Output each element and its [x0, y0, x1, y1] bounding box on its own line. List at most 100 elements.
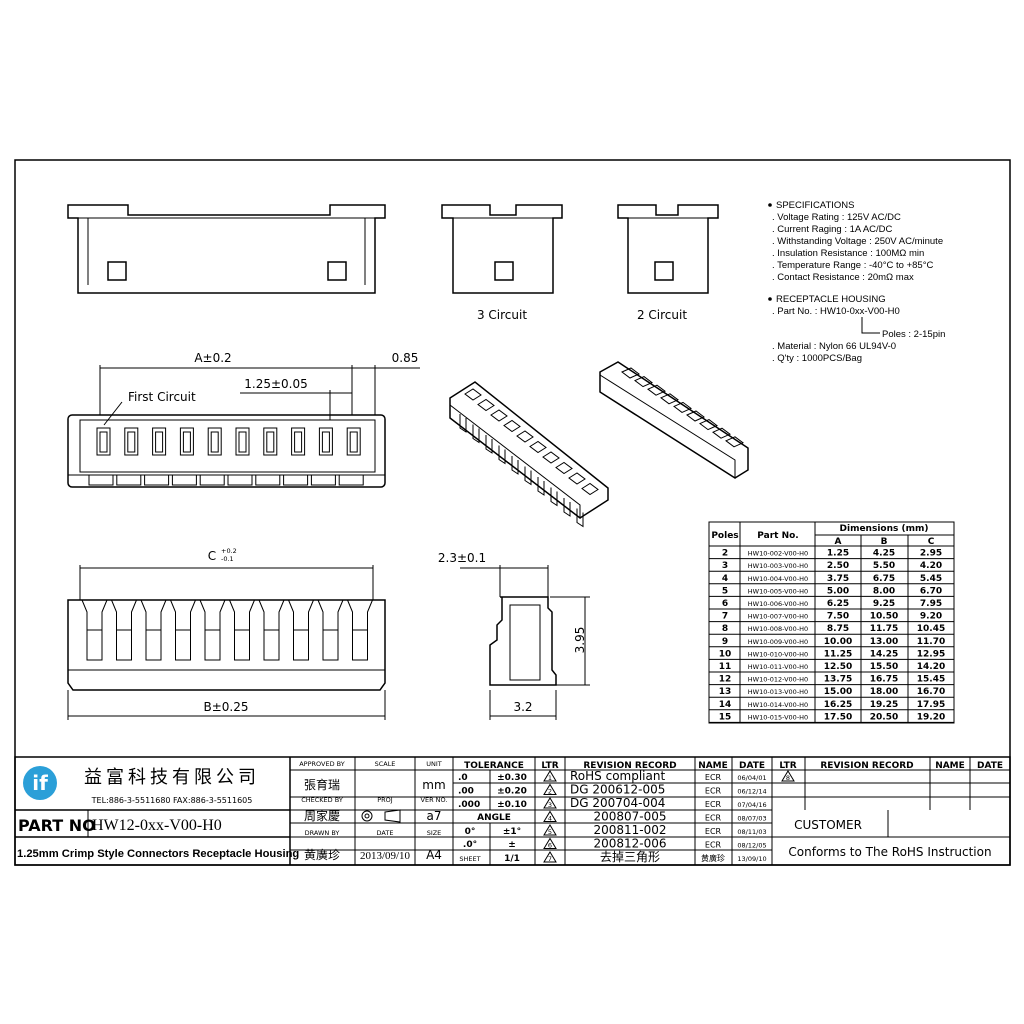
iso-cavity: [673, 401, 692, 413]
col-c: C: [928, 537, 935, 547]
revision-letter: 5: [548, 828, 552, 836]
top-view-2-circuit: [617, 204, 719, 294]
spec-item: . Temperature Range : -40°C to +85°C: [772, 260, 933, 271]
table-cell: 14: [719, 700, 732, 710]
table-cell: 5: [722, 586, 728, 596]
rev-ltr-header: LTR: [541, 761, 558, 771]
table-cell: 6: [722, 599, 728, 609]
table-cell: 8.00: [873, 586, 895, 596]
rev-date-header: DATE: [739, 761, 765, 771]
size-label: SIZE: [427, 829, 442, 837]
receptacle-part-no: . Part No. : HW10-0xx-V00-H0: [772, 306, 900, 317]
revision-letter: 3: [548, 801, 552, 809]
table-cell: 1.25: [827, 549, 849, 559]
bottom-notch: [199, 474, 225, 486]
drawn-by: 黄廣珍: [304, 848, 340, 862]
customer-label: CUSTOMER: [794, 818, 862, 832]
iso-tooth: [498, 445, 506, 465]
rev-record-header-2: REVISION RECORD: [820, 761, 913, 771]
bottom-notch: [88, 474, 114, 486]
spec-item: . Contact Resistance : 20mΩ max: [772, 272, 914, 283]
table-cell: 9: [722, 637, 728, 647]
angle-precision: 0°: [465, 827, 476, 837]
scale-label: SCALE: [375, 760, 396, 768]
checked-by-label: CHECKED BY: [301, 796, 343, 804]
table-cell: 13.75: [824, 675, 852, 685]
contact-slot: [235, 427, 250, 456]
table-cell: 17.50: [824, 712, 852, 722]
contact-slot-inner: [210, 431, 219, 453]
iso-tooth: [537, 477, 545, 496]
iso-cavity: [568, 472, 586, 485]
table-cell: HW10-009-V00-H0: [748, 638, 808, 646]
contact-slot-inner: [238, 431, 247, 453]
table-cell: 2.95: [920, 549, 942, 559]
dim-3-95: 3.95: [573, 627, 587, 654]
table-cell: 9.25: [873, 599, 895, 609]
spec-item: . Insulation Resistance : 100MΩ min: [772, 248, 924, 259]
revision-triangle-icon: [543, 797, 557, 809]
table-cell: 5.45: [920, 574, 942, 584]
bottom-notch: [116, 474, 142, 486]
part-no-value: HW12-0xx-V00-H0: [92, 817, 222, 834]
ver-label: VER NO.: [421, 796, 448, 804]
projection-cone-icon: [384, 809, 401, 823]
revision-letter: 7: [548, 855, 552, 863]
iso-cavity: [699, 419, 718, 431]
revision-record: 200811-002: [593, 823, 666, 837]
table-cell: 20.50: [870, 712, 898, 722]
revision-name: ECR: [705, 787, 722, 796]
revision-letter: 8: [786, 774, 790, 782]
terminal-cavity: [111, 599, 137, 661]
table-cell: 12: [719, 675, 732, 685]
table-cell: HW10-013-V00-H0: [748, 688, 808, 696]
contact-slot: [346, 427, 361, 456]
revision-date: 06/12/14: [737, 788, 766, 796]
table-cell: 18.00: [870, 687, 898, 697]
table-cell: 11.75: [870, 624, 898, 634]
revision-name: ECR: [705, 800, 722, 809]
revision-record: 200812-006: [593, 837, 666, 851]
poles-note: Poles : 2-15pin: [882, 329, 945, 340]
iso-cavity: [464, 388, 482, 401]
front-view: [67, 365, 420, 488]
table-cell: 16.70: [917, 687, 945, 697]
table-cell: 11.25: [824, 649, 852, 659]
part-description: 1.25mm Crimp Style Connectors Receptacle…: [17, 848, 299, 860]
revision-triangle-icon: [543, 851, 557, 863]
table-cell: HW10-011-V00-H0: [748, 663, 808, 671]
receptacle-heading: RECEPTACLE HOUSING: [776, 294, 886, 305]
size-value: A4: [426, 848, 442, 862]
spec-item: . Withstanding Voltage : 250V AC/minute: [772, 236, 943, 247]
table-cell: 15.00: [824, 687, 852, 697]
terminal-cavity: [199, 599, 226, 661]
revision-record: 200807-005: [593, 810, 666, 824]
terminal-cavity: [347, 599, 373, 661]
table-cell: 2: [722, 549, 728, 559]
table-cell: 6.75: [873, 574, 895, 584]
contact-slot-inner: [182, 431, 191, 453]
col-a: A: [835, 537, 842, 547]
iso-cavity: [660, 393, 679, 405]
drawn-by-label: DRAWN BY: [305, 829, 340, 837]
iso-cavity: [725, 436, 744, 448]
col-part-no: Part No.: [757, 531, 798, 541]
revision-name: 黄廣珍: [701, 853, 725, 863]
sheet-label: SHEET: [459, 855, 480, 863]
contact-slot: [96, 427, 111, 456]
specifications: SPECIFICATIONS . Voltage Rating : 125V A…: [768, 200, 945, 364]
table-cell: HW10-007-V00-H0: [748, 613, 808, 621]
iso-cavity: [542, 451, 560, 464]
iso-tooth: [511, 456, 519, 475]
revision-name: ECR: [705, 841, 722, 850]
dim-pitch: 1.25±0.05: [244, 377, 308, 391]
bottom-view: [67, 565, 386, 720]
revision-date: 08/07/03: [737, 815, 766, 823]
table-cell: 13: [719, 687, 732, 697]
tolerance-precision: .0: [458, 773, 468, 783]
revision-triangle-icon: [543, 783, 557, 795]
table-cell: 19.25: [870, 700, 898, 710]
ver-value: a7: [427, 809, 442, 823]
company-logo: [23, 766, 57, 800]
terminal-cavity: [81, 599, 108, 661]
